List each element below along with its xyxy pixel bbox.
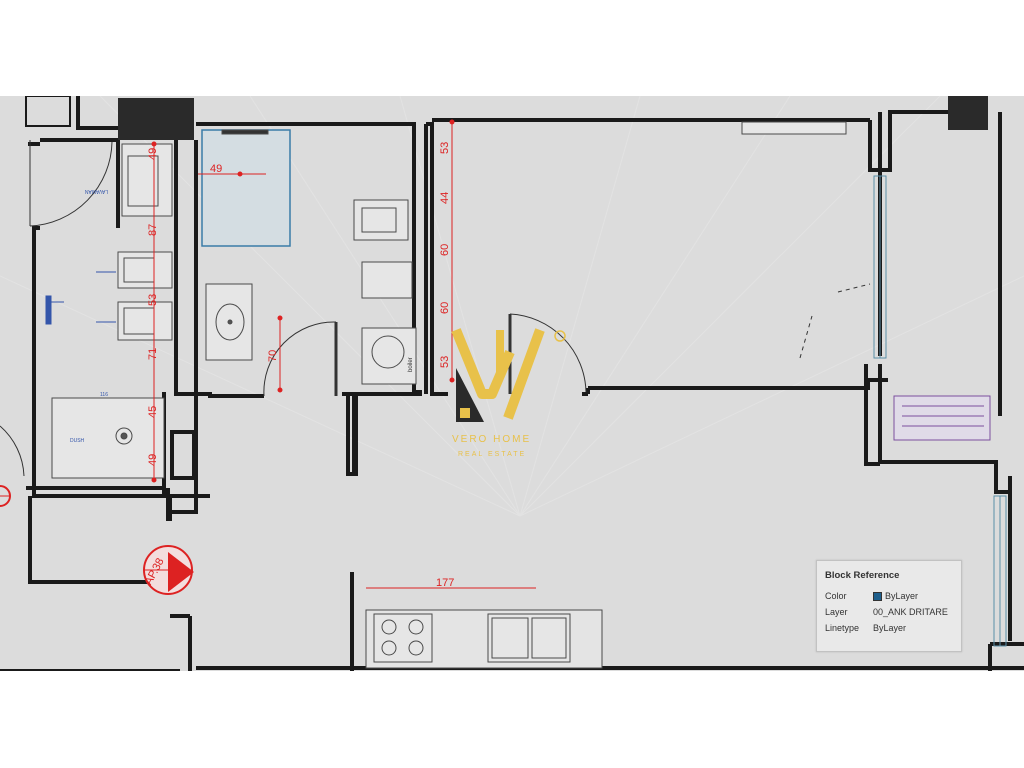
column-block	[118, 98, 194, 140]
property-row-linetype[interactable]: Linetype ByLayer	[825, 623, 906, 633]
dim-71: 71	[147, 348, 159, 360]
dim-53-top: 53	[439, 142, 451, 154]
dim-60-a: 60	[439, 244, 451, 256]
property-row-layer[interactable]: Layer 00_ANK DRITARE	[825, 607, 948, 617]
dim-49-top: 49	[147, 148, 159, 160]
dim-70: 70	[267, 350, 279, 362]
dim-177: 177	[436, 577, 454, 589]
property-key: Color	[825, 591, 847, 601]
vh-logo-icon	[451, 328, 566, 422]
color-swatch	[873, 591, 882, 601]
dim-87: 87	[147, 224, 159, 236]
cad-screen: LAVAMAN DUSH 49 49 87 53 71 45 49 70 53 …	[0, 96, 1024, 671]
blue-markers	[45, 271, 116, 325]
dim-53-bottom: 53	[439, 356, 451, 368]
windows	[873, 175, 1007, 647]
dim-53-left: 53	[147, 294, 159, 306]
block-reference-title: Block Reference	[825, 570, 900, 581]
section-marker: AP.38	[143, 545, 194, 595]
dim-44: 44	[439, 192, 451, 204]
shower-tray	[51, 397, 165, 479]
dimension-lines	[151, 119, 536, 589]
property-key: Linetype	[825, 623, 860, 633]
shower-area	[201, 129, 291, 247]
property-value: ByLayer	[885, 591, 919, 601]
property-value: ByLayer	[873, 623, 907, 633]
stove-fixture	[373, 613, 433, 663]
property-value: 00_ANK DRITARE	[873, 607, 948, 617]
radiator-top	[741, 121, 847, 135]
dim-116: 116	[100, 392, 108, 398]
dim-60-b: 60	[439, 302, 451, 314]
svg-text:LAVAMAN: LAVAMAN	[84, 188, 108, 194]
floor-plan-canvas[interactable]: LAVAMAN DUSH 49 49 87 53 71 45 49 70 53 …	[0, 96, 1024, 671]
dim-49-left: 49	[210, 163, 222, 175]
block-reference-panel[interactable]: Block Reference Color ByLayer Layer 00_A…	[816, 560, 962, 652]
watermark-brand: VERO HOME	[452, 434, 531, 445]
column-block-right	[948, 96, 988, 130]
watermark-tagline: REAL ESTATE	[458, 451, 526, 458]
boiler-label: boiler	[408, 357, 414, 372]
property-row-color[interactable]: Color ByLayer	[825, 591, 918, 601]
dim-49-bottom: 49	[147, 454, 159, 466]
dim-45: 45	[147, 406, 159, 418]
bidet-fixture-2	[361, 261, 413, 299]
fixtures	[51, 121, 991, 669]
radiator-right	[893, 395, 991, 441]
property-key: Layer	[825, 607, 848, 617]
svg-text:DUSH: DUSH	[70, 438, 85, 444]
